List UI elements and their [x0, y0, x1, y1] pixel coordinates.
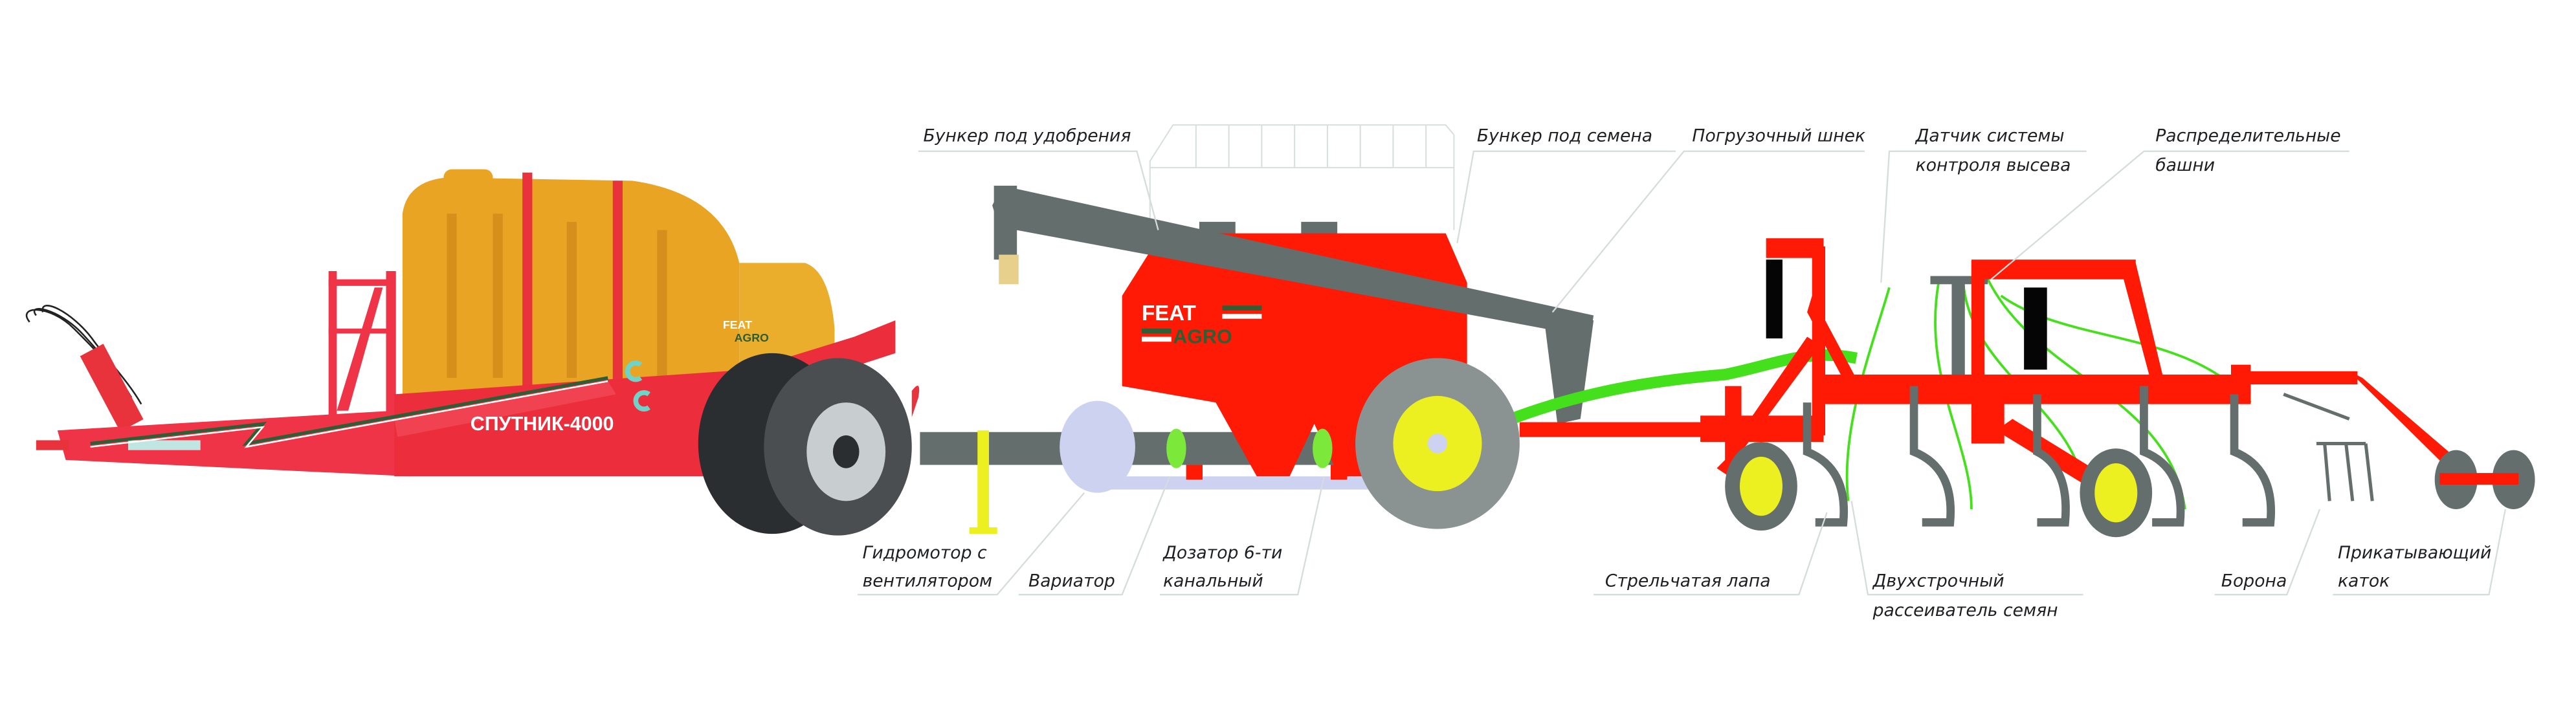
brand-logo: FEAT AGRO: [1142, 301, 1262, 348]
label-hydromotor-line1: Гидромотор с: [863, 543, 987, 563]
label-doser-line1: Дозатор 6-ти: [1162, 543, 1282, 563]
svg-text:FEAT: FEAT: [1142, 301, 1196, 325]
distribution-tower: [1951, 279, 1965, 403]
label-doser-line2: канальный: [1163, 571, 1263, 591]
hopper-fence: [1149, 124, 1455, 230]
label-harrow: Борона: [2221, 571, 2287, 591]
support-stand: [977, 430, 990, 532]
label-distribution-towers-line2: башни: [2155, 155, 2215, 175]
label-hydromotor-line2: вентилятором: [863, 571, 993, 591]
hydromotor-fan: [1060, 400, 1135, 493]
label-distribution-towers-line1: Распределительные: [2155, 126, 2340, 146]
c-emblem-icon: [625, 360, 650, 412]
doser-2: [1313, 428, 1333, 468]
component-labels: Бункер под удобрения Бункер под семена П…: [863, 126, 2492, 620]
label-packer-roller-line2: каток: [2338, 571, 2390, 591]
label-sweep: Стрельчатая лапа: [1605, 571, 1771, 591]
hitch-arm: [80, 344, 144, 432]
cultivator: [1700, 238, 2535, 538]
label-variator: Вариатор: [1028, 571, 1115, 591]
doser-1: [1166, 428, 1186, 468]
label-loading-auger: Погрузочный шнек: [1692, 126, 1865, 146]
stripe-decal: [90, 376, 608, 446]
label-seeding-sensor-line2: контроля высева: [1916, 155, 2071, 175]
label-fertilizer-hopper: Бункер под удобрения: [924, 126, 1131, 146]
air-cart: FEAT AGRO: [920, 124, 1858, 534]
air-pipe: [1092, 476, 1372, 490]
cart-drawbar: [1519, 422, 1709, 437]
label-seeding-sensor-line1: Датчик системы: [1915, 126, 2065, 146]
sputnik-trailer: СПУТНИК-4000 FEAT AGRO: [25, 169, 920, 536]
model-name: СПУТНИК-4000: [471, 413, 614, 435]
loading-auger: [992, 186, 1594, 337]
trailer-wheels: [698, 353, 912, 536]
label-spreader-line1: Двухстрочный: [1872, 571, 2004, 591]
svg-text:FEAT: FEAT: [723, 318, 752, 331]
svg-text:AGRO: AGRO: [735, 331, 769, 344]
brand-logo-small: FEAT AGRO: [723, 318, 769, 344]
leader-lines: [857, 150, 2506, 596]
harrow: [2283, 393, 2374, 501]
label-seed-hopper: Бункер под семена: [1477, 126, 1652, 146]
sweep-shanks: [1803, 386, 2276, 527]
label-packer-roller-line1: Прикатывающий: [2338, 543, 2491, 563]
front-frame: [328, 271, 396, 419]
drawbar: [57, 410, 411, 477]
svg-text:AGRO: AGRO: [1173, 326, 1232, 348]
label-spreader-line2: рассеиватель семян: [1872, 600, 2058, 620]
